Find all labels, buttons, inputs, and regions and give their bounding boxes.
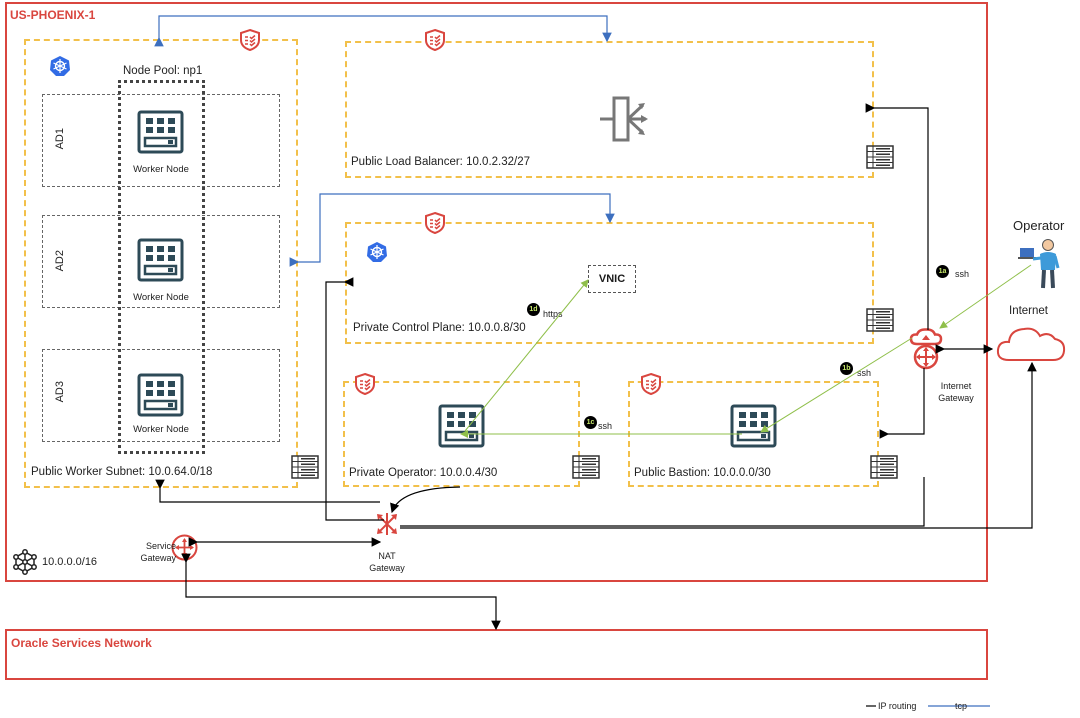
operator-subnet-label: Private Operator: 10.0.0.4/30 xyxy=(349,467,498,479)
flow-badge: 1d xyxy=(527,303,540,316)
worker-node-label: Worker Node xyxy=(133,292,189,303)
nat-gateway-icon xyxy=(374,511,400,537)
worker-node-icon xyxy=(137,373,184,417)
vcn-icon xyxy=(12,549,38,575)
route-table-icon xyxy=(291,455,319,479)
availability-domain-1 xyxy=(42,94,280,187)
internet-gateway-label-2: Gateway xyxy=(938,393,974,403)
route-table-icon xyxy=(866,308,894,332)
operator-user-icon xyxy=(1018,238,1064,290)
worker-node-label: Worker Node xyxy=(133,424,189,435)
osn-title: Oracle Services Network xyxy=(11,636,152,650)
internet-cloud-icon xyxy=(995,323,1067,363)
flow-badge: 1b xyxy=(840,362,853,375)
flow-badge: 1c xyxy=(584,416,597,429)
node-pool-np1 xyxy=(118,80,205,454)
flow-badge: 1a xyxy=(936,265,949,278)
vnic-box: VNIC xyxy=(588,265,636,293)
load-balancer-label: Public Load Balancer: 10.0.2.32/27 xyxy=(351,156,531,168)
internet-gateway-label-1: Internet xyxy=(940,381,972,391)
bastion-subnet-label: Public Bastion: 10.0.0.0/30 xyxy=(634,467,771,479)
internet-gateway-icon xyxy=(908,328,944,370)
flow-protocol: ssh xyxy=(955,269,970,279)
availability-domain-2 xyxy=(42,215,280,308)
route-table-icon xyxy=(870,455,898,479)
kubernetes-icon xyxy=(49,55,71,77)
worker-node-label: Worker Node xyxy=(133,164,189,175)
worker-subnet-label: Public Worker Subnet: 10.0.64.0/18 xyxy=(31,466,213,478)
security-list-icon xyxy=(639,372,663,396)
operator-label: Operator xyxy=(1013,218,1065,233)
load-balancer-icon xyxy=(598,96,650,142)
vcn-cidr-label: 10.0.0.0/16 xyxy=(42,556,98,568)
worker-node-icon xyxy=(137,238,184,282)
operator-instance-icon xyxy=(438,404,485,448)
legend-ip-routing: IP routing xyxy=(878,701,917,711)
control-plane-label: Private Control Plane: 10.0.0.8/30 xyxy=(353,322,526,334)
service-gateway-label-2: Gateway xyxy=(140,553,176,563)
flow-protocol: ssh xyxy=(598,421,613,431)
legend-tcp: tcp xyxy=(955,701,968,711)
flow-protocol: ssh xyxy=(857,368,872,378)
flow-protocol: https xyxy=(543,309,563,319)
availability-domain-3 xyxy=(42,349,280,442)
node-pool-label: Node Pool: np1 xyxy=(123,65,203,77)
internet-label: Internet xyxy=(1009,305,1048,317)
worker-node-icon xyxy=(137,110,184,154)
bastion-instance-icon xyxy=(730,404,777,448)
route-table-icon xyxy=(572,455,600,479)
route-table-icon xyxy=(866,145,894,169)
security-list-icon xyxy=(353,372,377,396)
service-gateway-label-1: Service xyxy=(145,541,176,551)
region-title: US-PHOENIX-1 xyxy=(10,8,96,22)
